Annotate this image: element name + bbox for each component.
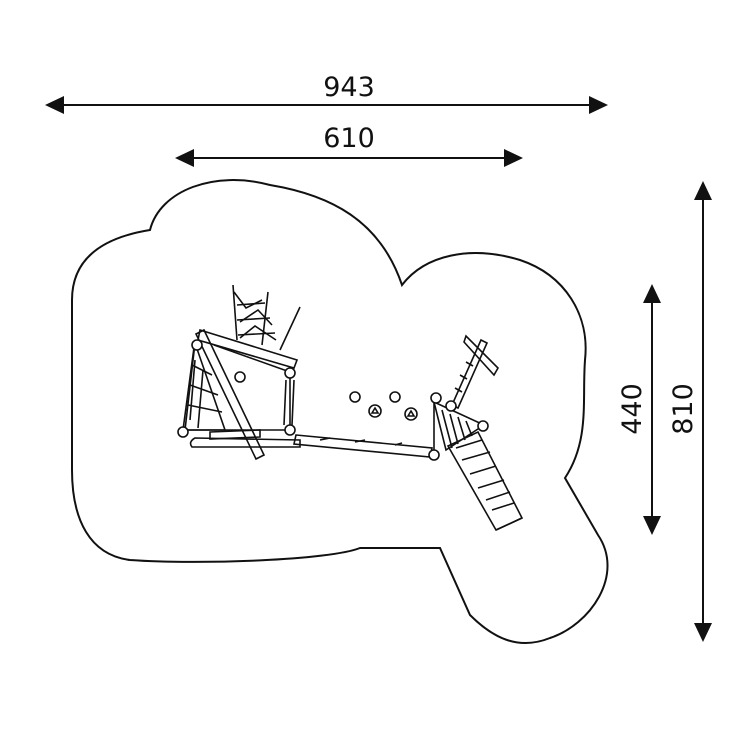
dimension-overall-width: 943 xyxy=(45,72,608,114)
stepping-stump xyxy=(389,391,401,403)
post-joint xyxy=(234,371,246,383)
arrowhead-right xyxy=(589,96,608,114)
structure-width-label: 610 xyxy=(323,123,375,154)
arrowhead-down xyxy=(643,516,661,535)
stepping-stump xyxy=(349,391,361,403)
arrowhead-up xyxy=(643,284,661,303)
slide xyxy=(446,430,524,532)
arrowhead-right xyxy=(504,149,523,167)
arrowhead-down xyxy=(694,623,712,642)
structure-depth-label: 440 xyxy=(617,383,648,435)
overall-width-label: 943 xyxy=(323,72,375,103)
stepping-stump xyxy=(404,407,418,421)
lower-log xyxy=(189,437,301,448)
triangle-net xyxy=(184,342,227,431)
mast xyxy=(450,334,499,410)
stepping-stump xyxy=(368,404,382,418)
arrowhead-up xyxy=(694,181,712,200)
play-structure xyxy=(177,284,524,532)
dimension-structure-width: 610 xyxy=(175,123,523,167)
arrowhead-left xyxy=(45,96,64,114)
tower-beam xyxy=(197,328,299,369)
post-joint xyxy=(284,424,296,436)
dimension-overall-depth: 810 xyxy=(668,181,712,642)
post-joint xyxy=(177,426,189,438)
post-joint xyxy=(191,339,203,351)
dimension-structure-depth: 440 xyxy=(617,284,661,535)
tower-frame xyxy=(182,339,291,431)
climbing-net xyxy=(232,284,301,351)
diagonal-plank xyxy=(194,328,266,461)
arrowhead-left xyxy=(175,149,194,167)
balance-log xyxy=(293,434,433,458)
post-joint xyxy=(284,367,296,379)
slide-platform xyxy=(428,392,489,461)
safety-zone-outline xyxy=(71,179,609,645)
overall-depth-label: 810 xyxy=(668,383,699,435)
